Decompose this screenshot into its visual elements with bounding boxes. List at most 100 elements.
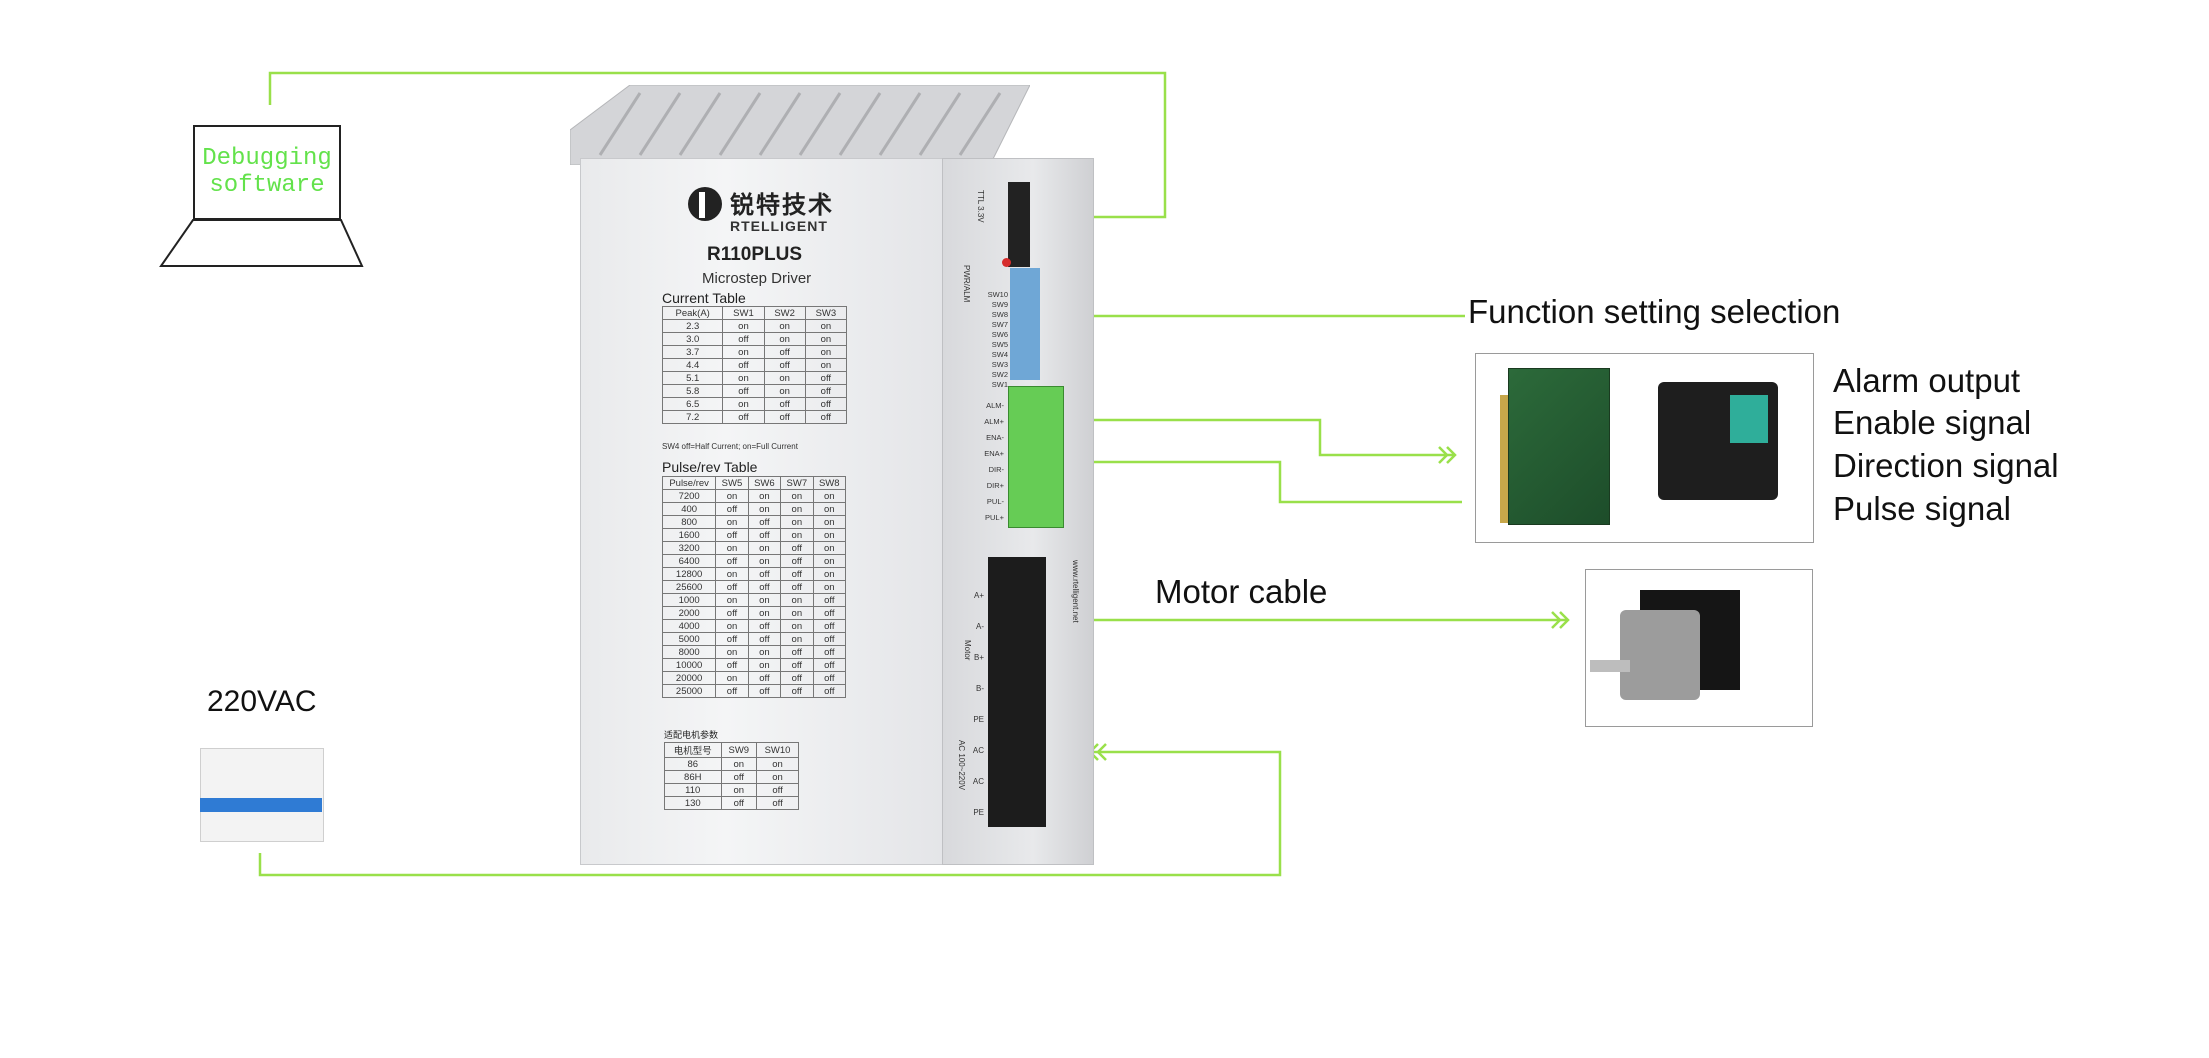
table-cell: on xyxy=(720,783,758,797)
table-cell: 6.5 xyxy=(661,397,724,411)
table-cell: on xyxy=(756,757,799,771)
table-cell: on xyxy=(763,332,806,346)
table-cell: on xyxy=(715,489,749,503)
signal-pin-label: PUL+ xyxy=(985,513,1004,522)
terminal-pin-label: B+ xyxy=(973,653,984,662)
dip-switch-label: SW3 xyxy=(991,360,1008,369)
table-cell: off xyxy=(804,397,848,411)
table-cell: on xyxy=(722,319,765,333)
table-cell: 25000 xyxy=(661,684,717,698)
table-header-cell: Peak(A) xyxy=(661,306,724,320)
table-cell: 800 xyxy=(661,515,717,529)
table-cell: off xyxy=(747,671,782,685)
dip-switch-label: SW9 xyxy=(991,300,1008,309)
table-header-cell: SW8 xyxy=(812,476,847,490)
table-cell: off xyxy=(780,567,814,581)
table-cell: off xyxy=(812,645,847,659)
table-header-cell: SW2 xyxy=(763,306,806,320)
table-cell: 86H xyxy=(664,770,722,784)
table-cell: on xyxy=(756,770,799,784)
table-cell: on xyxy=(780,619,814,633)
table-cell: 8000 xyxy=(661,645,717,659)
table-cell: on xyxy=(780,515,814,529)
motor-label: Motor xyxy=(963,640,972,661)
status-led-icon xyxy=(1002,258,1011,267)
dip-switch-label: SW6 xyxy=(991,330,1008,339)
table-cell: off xyxy=(722,332,765,346)
table-cell: 12800 xyxy=(661,567,717,581)
table-cell: off xyxy=(720,770,758,784)
current-table-note: SW4 off=Half Current; on=Full Current xyxy=(662,442,798,451)
website-label: www.rtelligent.net xyxy=(1071,560,1080,623)
table-cell: on xyxy=(715,541,749,555)
table-cell: on xyxy=(715,515,749,529)
table-header-cell: SW5 xyxy=(715,476,749,490)
terminal-pin-label: B- xyxy=(976,684,984,693)
table-cell: on xyxy=(804,319,848,333)
driver-model: R110PLUS xyxy=(707,244,803,265)
table-cell: off xyxy=(780,671,814,685)
table-cell: off xyxy=(722,384,765,398)
table-cell: on xyxy=(747,502,782,516)
table-cell: on xyxy=(812,554,847,568)
table-cell: 5000 xyxy=(661,632,717,646)
table-cell: off xyxy=(812,593,847,607)
table-cell: 25600 xyxy=(661,580,717,594)
signal-in-line xyxy=(1070,460,1462,504)
table-cell: 10000 xyxy=(661,658,717,672)
table-cell: on xyxy=(780,528,814,542)
table-cell: on xyxy=(812,502,847,516)
table-cell: off xyxy=(720,796,758,810)
signal-terminal xyxy=(1008,386,1064,528)
signal-pin-label: ENA- xyxy=(986,433,1004,442)
table-cell: 6400 xyxy=(661,554,717,568)
table-cell: off xyxy=(747,632,782,646)
software-text-line2: software xyxy=(209,172,325,199)
table-cell: 4.4 xyxy=(661,358,724,372)
plc-screen xyxy=(1730,395,1768,443)
table-cell: 110 xyxy=(664,783,722,797)
table-header-cell: Pulse/rev xyxy=(661,476,717,490)
terminal-pin-label: PE xyxy=(973,715,984,724)
signal-pin-label: PUL- xyxy=(986,497,1004,506)
table-cell: on xyxy=(747,554,782,568)
table-cell: 3.0 xyxy=(661,332,724,346)
table-cell: off xyxy=(812,632,847,646)
table-cell: on xyxy=(804,332,848,346)
table-cell: 3200 xyxy=(661,541,717,555)
ttl-port xyxy=(1008,182,1030,267)
table-cell: on xyxy=(747,489,782,503)
table-cell: on xyxy=(720,757,758,771)
dip-switch[interactable] xyxy=(1010,268,1040,380)
signal-pin-label: DIR- xyxy=(988,465,1004,474)
table-cell: 5.1 xyxy=(661,371,724,385)
brand-name-en: RTELLIGENT xyxy=(730,218,828,234)
dip-switch-label: SW7 xyxy=(991,320,1008,329)
table-cell: on xyxy=(715,645,749,659)
table-cell: on xyxy=(812,515,847,529)
table-cell: 7200 xyxy=(661,489,717,503)
table-cell: off xyxy=(747,684,782,698)
table-cell: off xyxy=(763,358,806,372)
table-header-cell: SW1 xyxy=(722,306,765,320)
table-cell: on xyxy=(747,645,782,659)
circuit-breaker-icon xyxy=(200,748,324,842)
enable-signal-label: Enable signal xyxy=(1833,404,2032,441)
motor-flange xyxy=(1620,610,1700,700)
motor-table-title: 适配电机参数 xyxy=(664,730,719,740)
table-cell: off xyxy=(747,515,782,529)
dip-switch-label: SW1 xyxy=(991,380,1008,389)
alarm-output-label: Alarm output xyxy=(1833,362,2021,399)
table-cell: 86 xyxy=(664,757,722,771)
